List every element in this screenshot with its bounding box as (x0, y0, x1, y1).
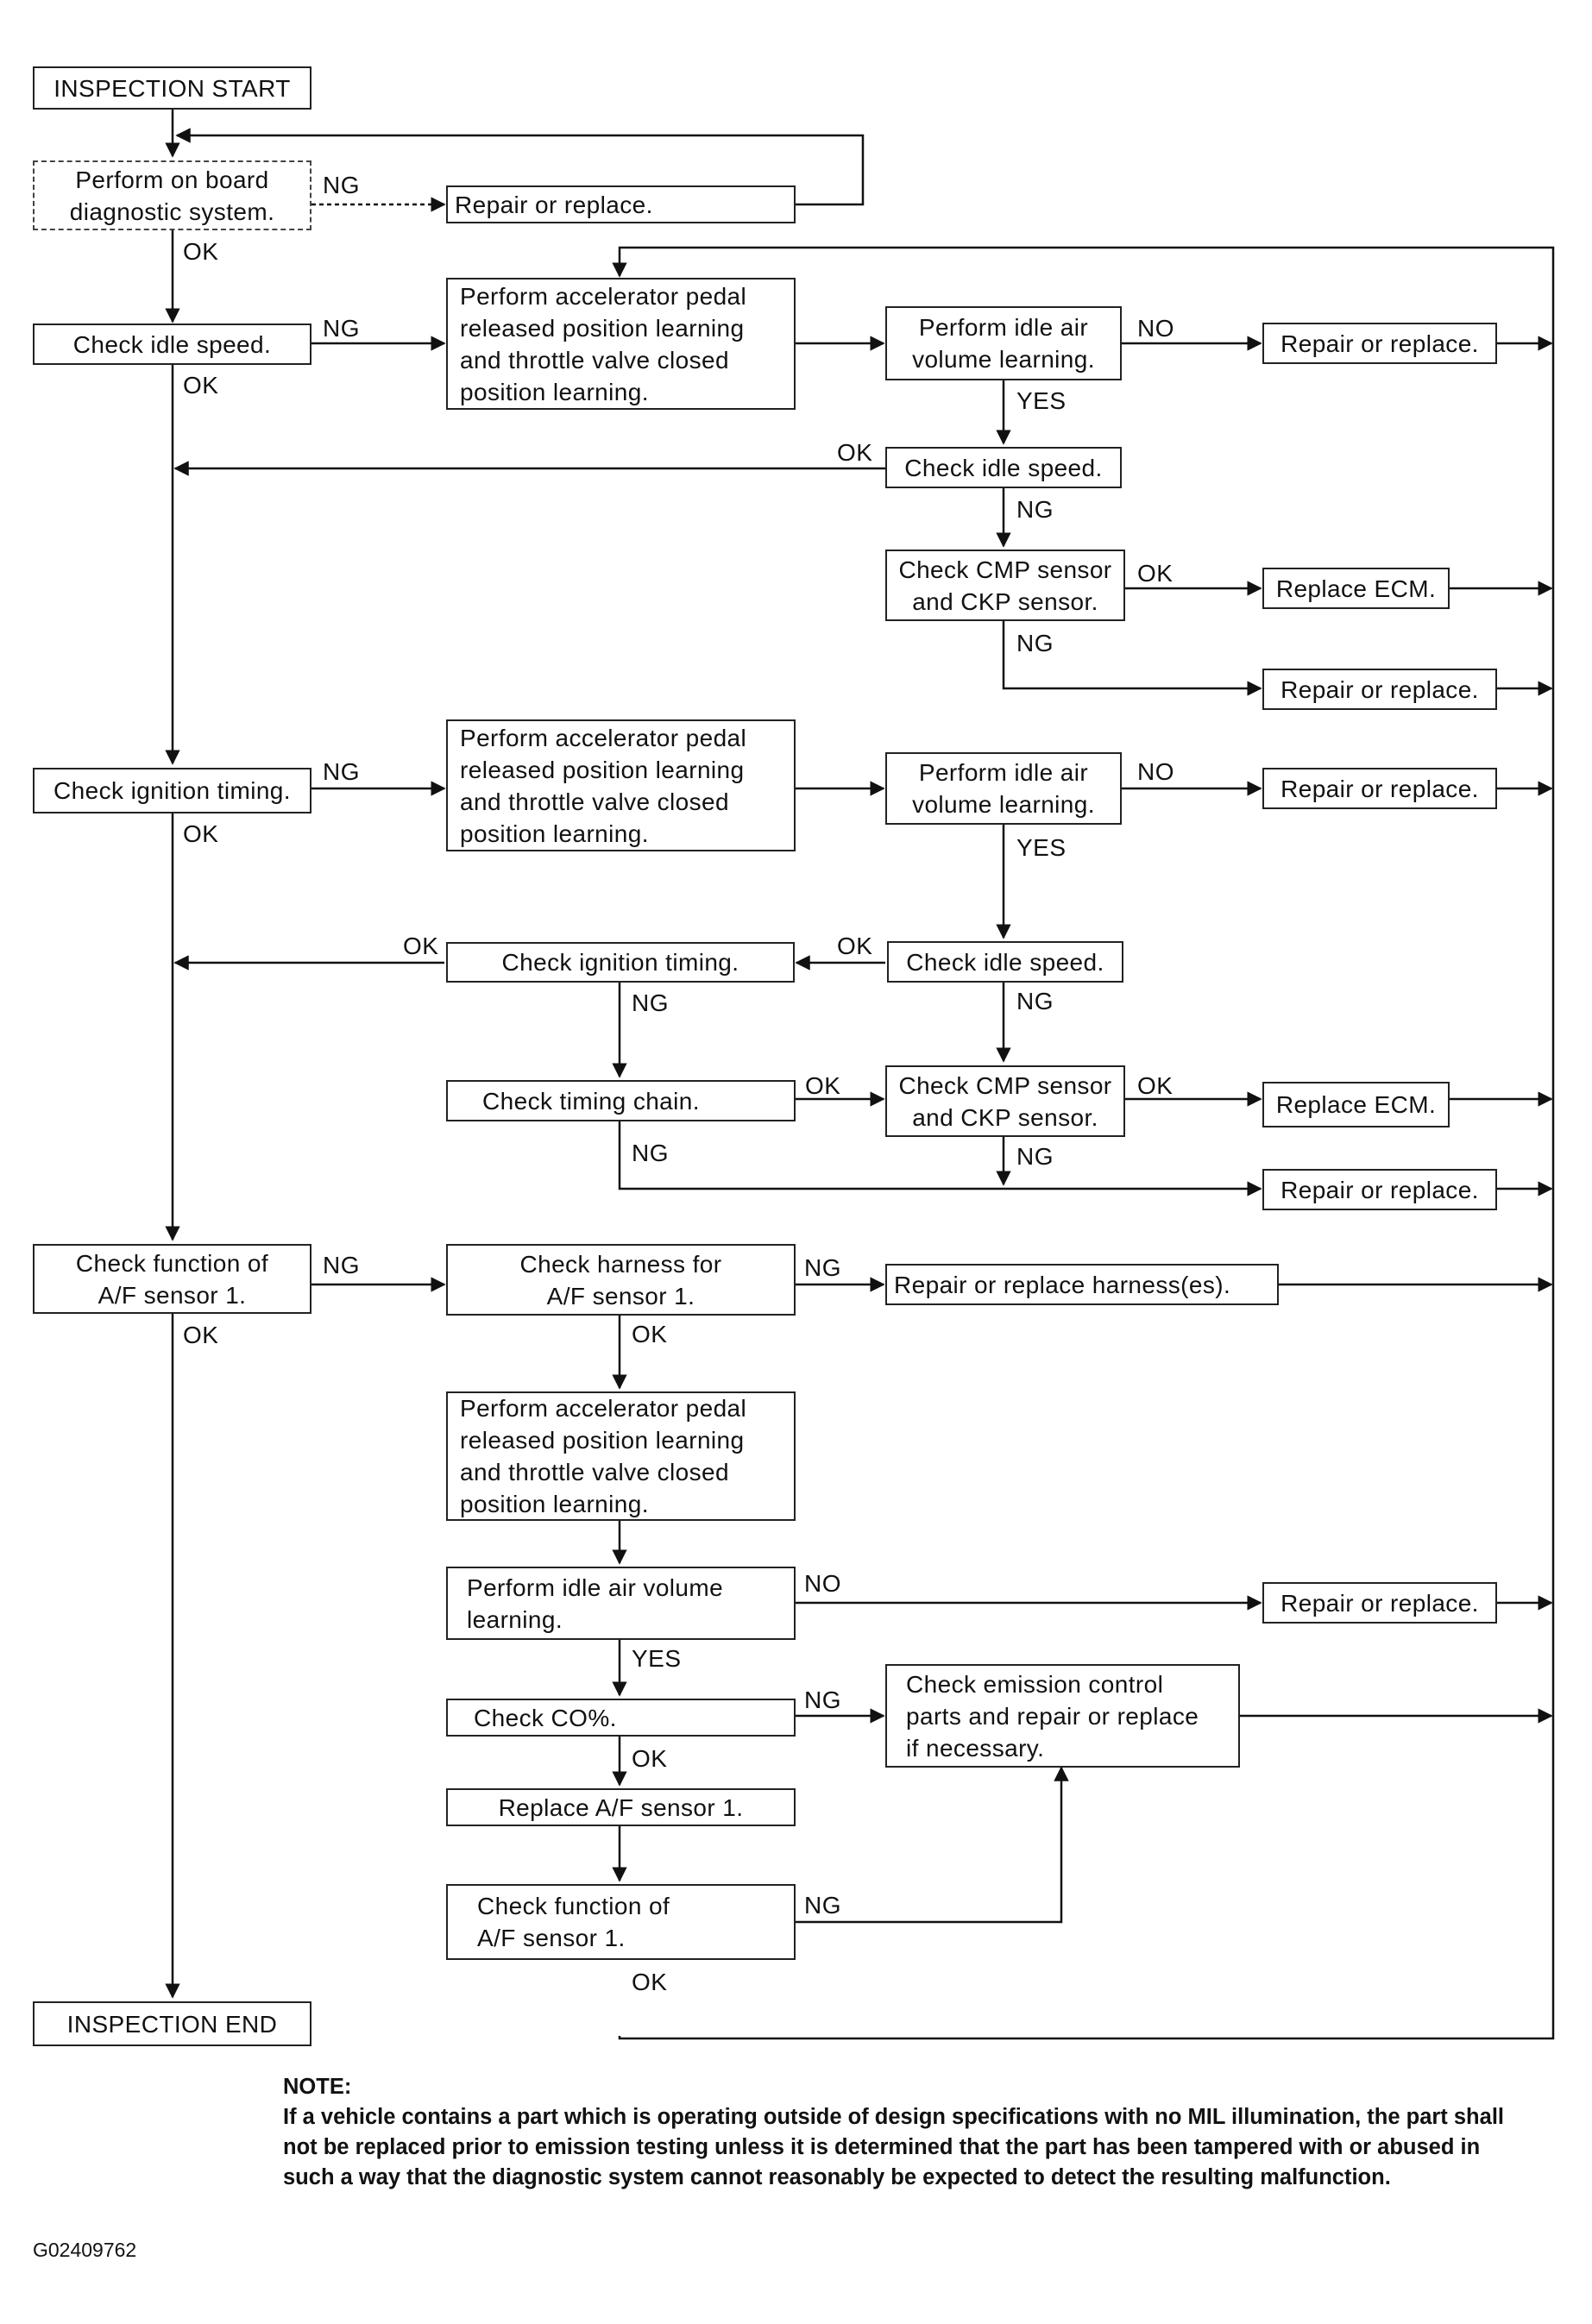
label-ok-co: OK (632, 1745, 668, 1772)
replace-af-sensor-box: Replace A/F sensor 1. (446, 1788, 796, 1826)
label-ng-idle: NG (323, 315, 360, 342)
idle-air-volume-learning-box-2: Perform idle air volume learning. (885, 752, 1122, 825)
check-af-sensor-function-box-2: Check function of A/F sensor 1. (446, 1884, 796, 1960)
label-ok-chain: OK (805, 1072, 841, 1099)
check-timing-chain-box: Check timing chain. (446, 1080, 796, 1121)
label-ok-diag: OK (183, 238, 219, 265)
check-af-sensor-function-box: Check function of A/F sensor 1. (33, 1244, 311, 1314)
label-ok-cmp-2: OK (1137, 1072, 1174, 1099)
figure-id: G02409762 (33, 2239, 137, 2261)
repair-or-replace-box-3: Repair or replace. (1262, 669, 1497, 710)
label-ok-idle: OK (183, 372, 219, 399)
note-text: If a vehicle contains a part which is op… (283, 2105, 1504, 2189)
check-co-percent-box: Check CO%. (446, 1699, 796, 1737)
pedal-throttle-learning-box-2: Perform accelerator pedal released posit… (446, 719, 796, 851)
repair-or-replace-box-5: Repair or replace. (1262, 1169, 1497, 1210)
idle-air-volume-learning-box-1: Perform idle air volume learning. (885, 306, 1122, 380)
check-harness-af-sensor-box: Check harness for A/F sensor 1. (446, 1244, 796, 1316)
inspection-end-box: INSPECTION END (33, 2001, 311, 2046)
label-ok-ign: OK (183, 820, 219, 847)
arrow-check2-ng-emission (796, 1766, 1069, 1924)
label-no-idleair-2: NO (1137, 758, 1174, 785)
label-ok-idle3: OK (837, 933, 873, 959)
label-ng-chain: NG (632, 1140, 669, 1166)
note-block: NOTE: If a vehicle contains a part which… (283, 2072, 1526, 2193)
label-no-idleair-3: NO (804, 1570, 841, 1597)
label-yes-idleair-1: YES (1016, 387, 1067, 414)
label-ng-idle3: NG (1016, 988, 1054, 1014)
label-ng-af2: NG (804, 1892, 841, 1919)
pedal-throttle-learning-box-3: Perform accelerator pedal released posit… (446, 1391, 796, 1521)
repair-or-replace-box-1: Repair or replace. (446, 185, 796, 223)
repair-or-replace-harness-box: Repair or replace harness(es). (885, 1264, 1279, 1305)
label-ok-af: OK (183, 1322, 219, 1348)
check-emission-control-parts-box: Check emission control parts and repair … (885, 1664, 1240, 1768)
check-ignition-timing-box-2: Check ignition timing. (446, 942, 795, 983)
return-bus (612, 246, 1555, 2040)
label-ok-idle2: OK (837, 439, 873, 466)
check-idle-speed-box: Check idle speed. (33, 323, 311, 365)
label-ng-cmp-1: NG (1016, 630, 1054, 656)
pedal-throttle-learning-box-1: Perform accelerator pedal released posit… (446, 278, 796, 410)
arrow-repair-loopback (175, 128, 865, 206)
label-ng-co: NG (804, 1686, 841, 1713)
label-yes-idleair-3: YES (632, 1645, 682, 1672)
label-ng-ign: NG (323, 758, 360, 785)
repair-or-replace-box-4: Repair or replace. (1262, 768, 1497, 809)
check-cmp-ckp-box-2: Check CMP sensor and CKP sensor. (885, 1065, 1125, 1137)
label-yes-idleair-2: YES (1016, 834, 1067, 861)
replace-ecm-box-1: Replace ECM. (1262, 568, 1450, 609)
label-ok-ign2: OK (403, 933, 439, 959)
label-ng-harness: NG (804, 1254, 841, 1281)
label-ok-af2: OK (632, 1969, 668, 1995)
inspection-start-box: INSPECTION START (33, 66, 311, 110)
check-idle-speed-box-3: Check idle speed. (887, 941, 1123, 983)
label-ok-harness: OK (632, 1321, 668, 1347)
repair-or-replace-box-6: Repair or replace. (1262, 1582, 1497, 1624)
label-ng-cmp-2: NG (1016, 1143, 1054, 1170)
label-ok-cmp-1: OK (1137, 560, 1174, 587)
check-cmp-ckp-box-1: Check CMP sensor and CKP sensor. (885, 550, 1125, 621)
note-title: NOTE: (283, 2075, 352, 2099)
label-no-idleair-1: NO (1137, 315, 1174, 342)
label-ng-ign2: NG (632, 989, 669, 1016)
check-idle-speed-box-2: Check idle speed. (885, 447, 1122, 488)
label-ng-idle2: NG (1016, 496, 1054, 523)
arrow-chain-ng-repair (618, 1121, 1262, 1197)
label-ng-diag: NG (323, 172, 360, 198)
idle-air-volume-learning-box-3: Perform idle air volume learning. (446, 1567, 796, 1640)
check-ignition-timing-box: Check ignition timing. (33, 768, 311, 813)
repair-or-replace-box-2: Repair or replace. (1262, 323, 1497, 364)
replace-ecm-box-2: Replace ECM. (1262, 1082, 1450, 1127)
on-board-diagnostic-box: Perform on board diagnostic system. (33, 160, 311, 230)
label-ng-af: NG (323, 1252, 360, 1278)
arrow-cmp-ng-repair (1002, 621, 1262, 696)
